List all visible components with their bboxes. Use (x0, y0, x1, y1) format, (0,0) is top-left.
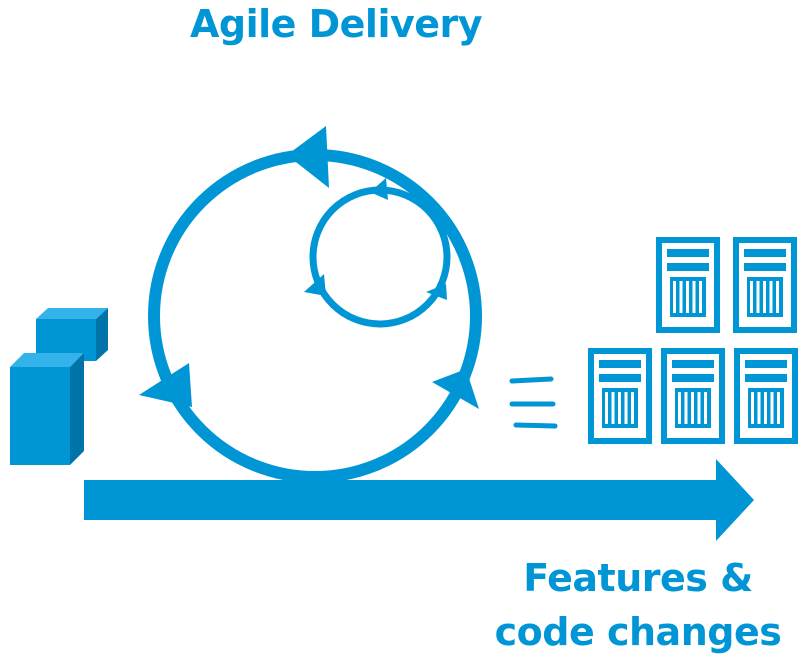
large-cycle-arrowhead-right (432, 369, 479, 409)
server-stack (588, 237, 798, 444)
large-cycle-arrowhead-top (287, 126, 329, 188)
server-icon (588, 348, 652, 444)
caption-line-1: Features & (523, 556, 753, 600)
server-icon (733, 237, 797, 333)
diagram-title: Agile Delivery (189, 2, 483, 46)
small-cycle-arrowhead-left (304, 274, 326, 296)
server-icon (656, 237, 720, 333)
large-cycle-arrowhead-left (139, 363, 192, 407)
small-cycle-arrows-icon (304, 178, 451, 328)
stacked-cubes-icon (10, 308, 108, 465)
cube-top (36, 308, 108, 361)
server-icon (734, 348, 798, 444)
small-cycle-arrowhead-top (370, 178, 388, 200)
cube-bottom (10, 353, 84, 465)
small-cycle-arrowhead-right (426, 284, 447, 300)
large-cycle-arrows-icon (139, 126, 482, 483)
server-icon (661, 348, 725, 444)
caption-line-2: code changes (494, 610, 782, 654)
speed-lines-icon (509, 376, 558, 429)
timeline-arrow-icon (84, 459, 754, 541)
